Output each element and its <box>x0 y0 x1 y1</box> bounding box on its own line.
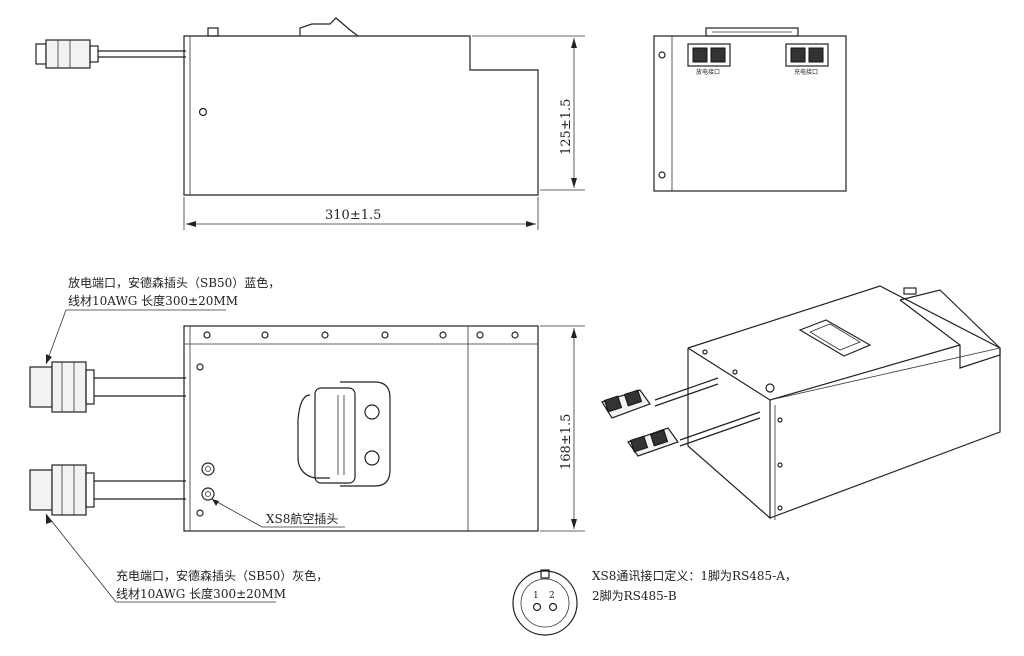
side-view-plug <box>35 39 186 69</box>
xs8-connector-label: XS8航空插头 <box>266 511 338 526</box>
discharge-callout-line1: 放电端口，安德森插头（SB50）蓝色， <box>68 275 280 290</box>
dim-125: 125±1.5 <box>472 35 585 191</box>
xs8-definition-line1: XS8通讯接口定义：1脚为RS485-A， <box>592 568 797 583</box>
dim-310-label: 310±1.5 <box>325 208 381 223</box>
dim-168: 168±1.5 <box>540 325 585 532</box>
dim-310: 310±1.5 <box>183 197 539 230</box>
xs8-definition-line2: 2脚为RS485-B <box>592 588 677 603</box>
side-view-screw <box>198 107 208 117</box>
charge-callout-line2: 线材10AWG 长度300±20MM <box>116 586 286 601</box>
isometric-view <box>601 285 1001 520</box>
xs8-socket-upper <box>201 462 215 476</box>
pin-2-label: 2 <box>549 591 555 601</box>
end-view-right-label: 充电接口 <box>794 68 818 76</box>
xs8-socket-lower <box>201 487 215 501</box>
dim-168-label: 168±1.5 <box>559 414 574 470</box>
discharge-callout-line2: 线材10AWG 长度300±20MM <box>68 293 238 308</box>
side-view-body <box>183 35 539 196</box>
top-view-body <box>183 325 539 532</box>
end-view-discharge-port: 放电接口 <box>687 43 731 76</box>
charge-plug <box>29 464 186 516</box>
side-view-handle <box>299 17 359 37</box>
pin-1-label: 1 <box>533 591 539 601</box>
top-view: XS8航空插头 <box>29 309 585 603</box>
discharge-plug <box>29 361 186 413</box>
iso-charge-plug <box>627 427 679 457</box>
iso-discharge-plug <box>601 389 651 419</box>
side-view: 125±1.5 310±1.5 <box>35 17 585 230</box>
end-view-left-label: 放电接口 <box>696 68 720 76</box>
dim-125-label: 125±1.5 <box>559 99 574 155</box>
end-view: 放电接口 充电接口 <box>653 27 847 192</box>
end-view-charge-port: 充电接口 <box>785 43 829 76</box>
top-view-handle <box>297 381 391 487</box>
charge-callout-line1: 充电端口，安德森插头（SB50）灰色， <box>116 568 328 583</box>
xs8-pin-diagram: 1 2 <box>512 569 578 636</box>
